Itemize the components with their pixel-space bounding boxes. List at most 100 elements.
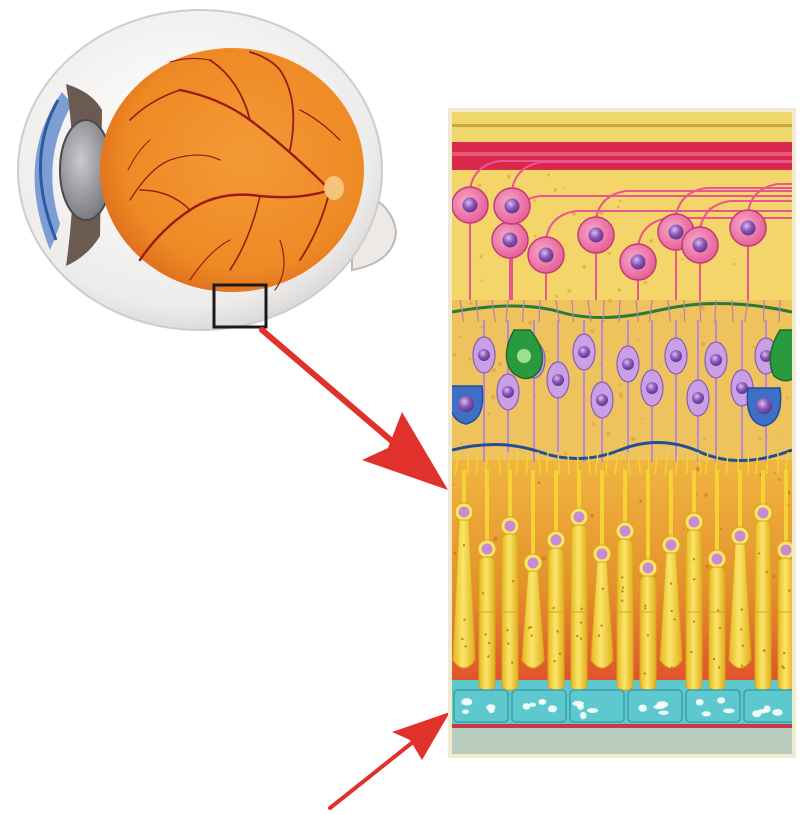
speckle bbox=[608, 299, 612, 303]
photoreceptor-nucleus bbox=[551, 535, 562, 546]
pointer-arrows bbox=[262, 330, 450, 808]
granule bbox=[671, 610, 673, 612]
rod-cell bbox=[571, 525, 587, 690]
granule bbox=[511, 661, 513, 663]
rpe-granule bbox=[462, 709, 469, 714]
speckle bbox=[631, 437, 636, 442]
speckle bbox=[590, 514, 594, 518]
granule bbox=[580, 608, 582, 610]
rod-cell bbox=[640, 576, 656, 690]
speckle bbox=[631, 332, 633, 334]
speckle bbox=[567, 289, 571, 293]
granule bbox=[531, 634, 533, 636]
photoreceptor-nucleus bbox=[643, 563, 654, 574]
granule bbox=[580, 621, 582, 623]
arrow-to-pigment-layer bbox=[330, 712, 450, 808]
speckle bbox=[644, 281, 647, 284]
speckle bbox=[759, 438, 762, 441]
granule bbox=[741, 608, 743, 610]
speckle bbox=[564, 452, 567, 455]
rpe-granule bbox=[587, 708, 598, 713]
horizontal-nucleus bbox=[458, 396, 474, 412]
granule bbox=[741, 664, 743, 666]
speckle bbox=[555, 295, 558, 298]
speckle bbox=[733, 263, 736, 266]
photoreceptor-nucleus bbox=[482, 544, 493, 555]
rpe-cell bbox=[512, 690, 566, 722]
rpe-granule bbox=[638, 705, 646, 712]
synaptic-terminal bbox=[748, 452, 749, 474]
speckle bbox=[564, 188, 566, 190]
granule bbox=[758, 552, 760, 554]
speckle bbox=[774, 472, 776, 474]
granule bbox=[621, 599, 623, 601]
granule bbox=[788, 589, 790, 591]
granule bbox=[644, 607, 646, 609]
amacrine-nucleus bbox=[517, 349, 531, 363]
speckle bbox=[753, 346, 755, 348]
granule bbox=[559, 652, 561, 654]
granule bbox=[512, 580, 514, 582]
speckle bbox=[545, 350, 548, 353]
plexiform-fiber bbox=[684, 300, 685, 322]
speckle bbox=[639, 500, 642, 503]
ganglion-nucleus bbox=[503, 233, 518, 248]
granule bbox=[673, 618, 675, 620]
speckle bbox=[703, 437, 706, 440]
bipolar-nucleus bbox=[692, 392, 704, 404]
speckle bbox=[778, 478, 781, 481]
speckle bbox=[608, 252, 611, 255]
bipolar-nucleus bbox=[646, 382, 658, 394]
rpe-granule bbox=[723, 708, 735, 713]
speckle bbox=[706, 565, 709, 568]
granule bbox=[690, 651, 692, 653]
rpe-granule bbox=[538, 699, 546, 705]
ganglion-nucleus bbox=[631, 255, 646, 270]
granule bbox=[644, 605, 646, 607]
granule bbox=[556, 630, 558, 632]
ganglion-nucleus bbox=[693, 238, 708, 253]
bipolar-nucleus bbox=[622, 358, 634, 370]
photoreceptor-nucleus bbox=[597, 549, 608, 560]
rpe-granule bbox=[758, 709, 767, 713]
bipolar-nucleus bbox=[578, 346, 590, 358]
speckle bbox=[752, 648, 755, 651]
speckle bbox=[459, 335, 462, 338]
speckle bbox=[641, 418, 643, 420]
speckle bbox=[591, 422, 595, 426]
granule bbox=[530, 626, 532, 628]
speckle bbox=[720, 528, 722, 530]
speckle bbox=[606, 431, 610, 435]
rpe-granule bbox=[529, 702, 536, 706]
speckle bbox=[659, 366, 661, 368]
speckle bbox=[637, 339, 639, 341]
speckle bbox=[498, 362, 503, 367]
granule bbox=[553, 660, 555, 662]
photoreceptor-nucleus bbox=[666, 540, 677, 551]
speckle bbox=[701, 342, 706, 347]
speckle bbox=[772, 575, 775, 578]
rpe-granule bbox=[772, 709, 782, 716]
speckle bbox=[649, 239, 653, 243]
speckle bbox=[786, 397, 788, 399]
rod-cell bbox=[617, 539, 633, 690]
choroid-base bbox=[452, 728, 792, 754]
speckle bbox=[461, 442, 463, 444]
granule bbox=[644, 672, 646, 674]
speckle bbox=[700, 306, 705, 311]
rpe-granule bbox=[717, 697, 725, 703]
bipolar-nucleus bbox=[478, 349, 490, 361]
bipolar-nucleus bbox=[502, 386, 514, 398]
granule bbox=[782, 667, 784, 669]
retina-fundus bbox=[100, 48, 364, 292]
speckle bbox=[617, 206, 620, 209]
photoreceptor-nucleus bbox=[528, 558, 539, 569]
rod-cell bbox=[548, 548, 564, 690]
bipolar-nucleus bbox=[710, 354, 722, 366]
plexiform-fiber bbox=[700, 300, 701, 322]
speckle bbox=[453, 552, 456, 555]
granule bbox=[783, 652, 785, 654]
photoreceptor-nucleus bbox=[781, 545, 792, 556]
